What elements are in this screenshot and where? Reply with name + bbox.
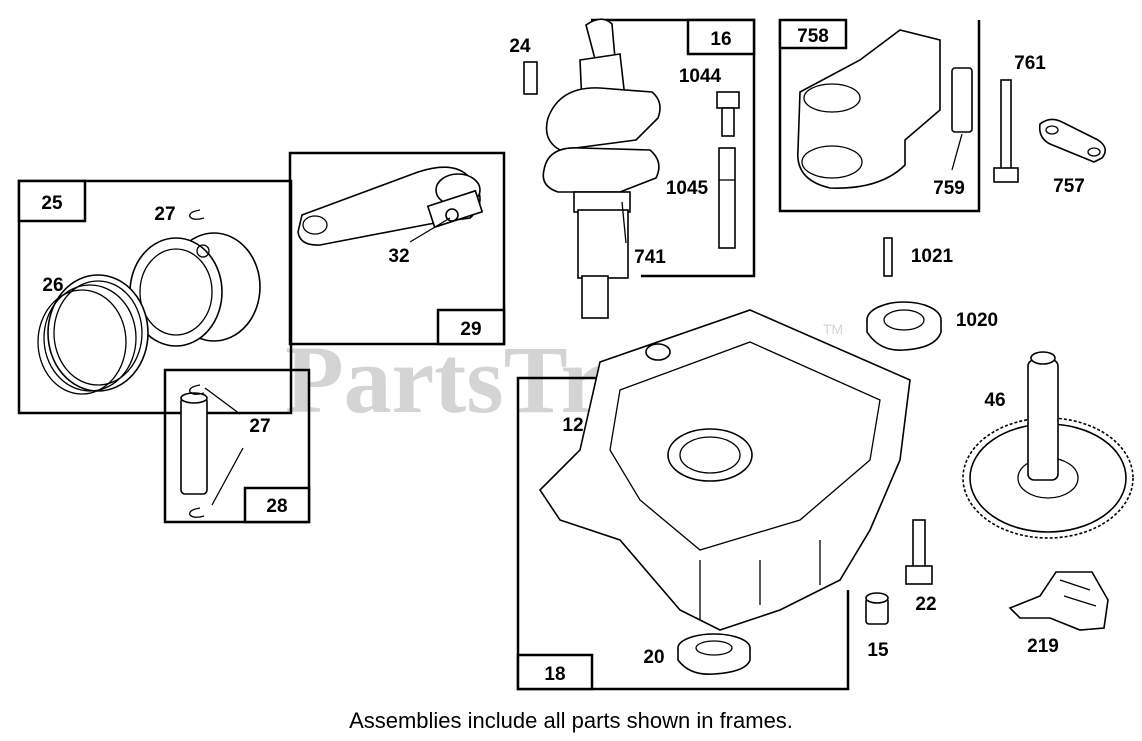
crankshaft-icon xyxy=(542,18,661,319)
label-18: 18 xyxy=(544,664,565,685)
label-759: 759 xyxy=(933,178,965,199)
label-29: 29 xyxy=(460,319,481,340)
label-1020: 1020 xyxy=(956,310,998,331)
label-741: 741 xyxy=(634,247,666,268)
label-32: 32 xyxy=(388,246,409,267)
label-761: 761 xyxy=(1014,53,1046,74)
key-icon xyxy=(523,61,538,95)
label-219: 219 xyxy=(1027,636,1059,657)
oil-seal-20-icon xyxy=(677,633,751,676)
bushing-1020-icon xyxy=(866,301,942,351)
label-16: 16 xyxy=(710,29,731,50)
frame-28-piston-pin: 28 27 xyxy=(163,368,311,524)
link-757-icon xyxy=(1038,118,1106,163)
label-12: 12 xyxy=(562,415,583,436)
label-26: 26 xyxy=(42,275,63,296)
piston-pin-icon xyxy=(180,392,208,495)
label-27-clip: 27 xyxy=(154,204,175,225)
bolt-1044-icon xyxy=(716,91,740,137)
bolt-761-icon xyxy=(993,79,1019,183)
frame-18-crankcase-cover: 18 12 20 xyxy=(516,309,911,691)
label-1045: 1045 xyxy=(666,178,709,199)
trademark-mark: TM xyxy=(823,321,843,337)
frame-25-piston-assembly: 25 27 26 xyxy=(17,179,293,415)
label-22: 22 xyxy=(915,594,936,615)
governor-219-icon xyxy=(1008,571,1109,631)
piston-rings-icon xyxy=(37,274,149,395)
label-757: 757 xyxy=(1053,176,1085,197)
label-28: 28 xyxy=(266,496,287,517)
piston-icon xyxy=(129,232,261,347)
crankcase-icon xyxy=(538,309,911,631)
label-27-pin-clips: 27 xyxy=(249,416,270,437)
counterweight-icon xyxy=(797,29,941,189)
plug-15-icon xyxy=(865,592,889,625)
label-1021: 1021 xyxy=(911,246,954,267)
label-1044: 1044 xyxy=(679,66,722,87)
label-15: 15 xyxy=(867,640,889,661)
frame-29-connecting-rod: 29 32 xyxy=(288,151,506,346)
camshaft-gear-icon xyxy=(962,351,1134,539)
stud-1045-icon xyxy=(718,147,736,249)
caption: Assemblies include all parts shown in fr… xyxy=(349,708,793,733)
label-758: 758 xyxy=(797,26,829,47)
label-24: 24 xyxy=(509,36,531,57)
label-25: 25 xyxy=(41,193,63,214)
bolt-22-icon xyxy=(905,519,933,585)
label-46: 46 xyxy=(984,390,1005,411)
frame-758-counterweight: 758 759 xyxy=(778,18,981,213)
pin-759-icon xyxy=(951,67,973,133)
frame-16-crankshaft: 16 24 1044 1045 741 xyxy=(509,18,756,319)
connecting-rod-icon xyxy=(297,166,484,246)
dowel-pin-1021-icon xyxy=(883,237,893,277)
label-20: 20 xyxy=(643,647,664,668)
